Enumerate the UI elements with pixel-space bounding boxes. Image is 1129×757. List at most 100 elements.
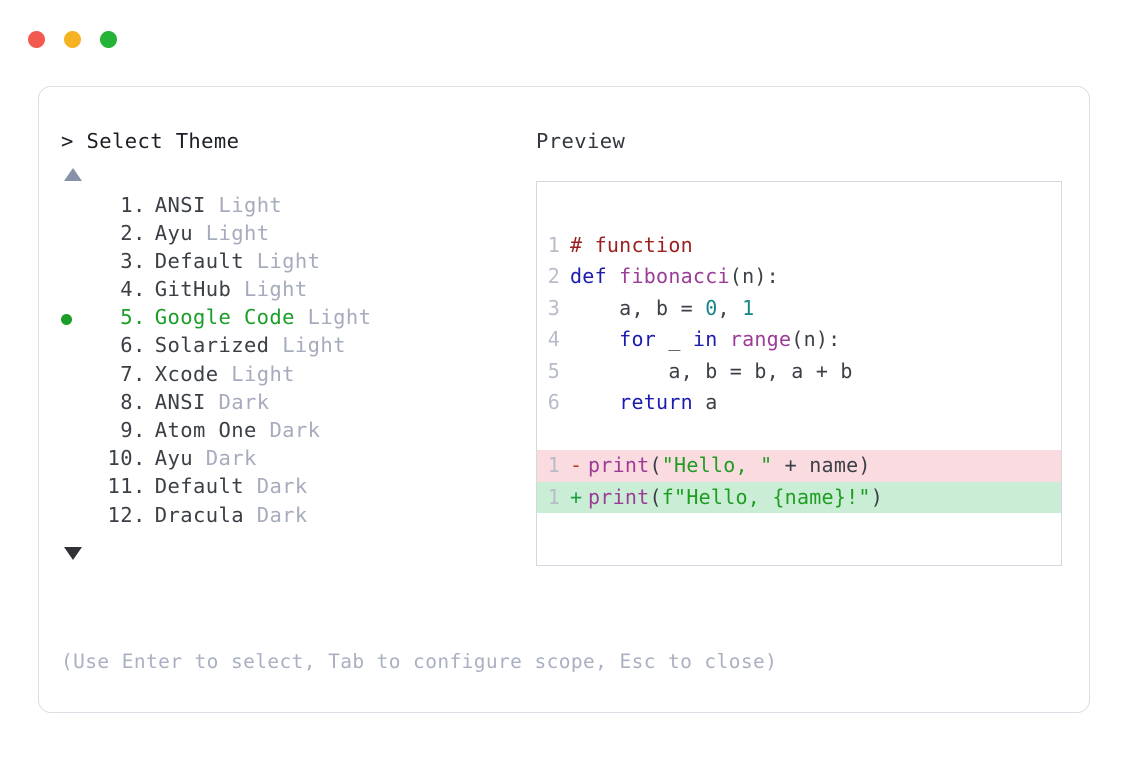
theme-item-name: Atom One [154, 418, 257, 442]
diff-minus-marker: - [570, 453, 583, 477]
theme-item-variant: Light [205, 220, 270, 245]
code-token: + name) [772, 453, 871, 477]
theme-item-separator: . [133, 502, 146, 527]
theme-item-index: 4 [120, 277, 133, 302]
theme-item-name: Ayu [154, 220, 193, 245]
theme-list-item[interactable]: 9. Atom One Dark [61, 418, 541, 446]
theme-item-index: 11 [107, 474, 133, 499]
theme-item-variant: Dark [218, 389, 270, 414]
theme-item-variant: Light [282, 333, 346, 358]
theme-item-spacer [206, 390, 219, 414]
selected-bullet-icon [61, 313, 72, 325]
theme-list-item[interactable]: 6. Solarized Light [61, 333, 541, 361]
theme-item-separator: . [133, 192, 146, 217]
minimize-window-button[interactable] [64, 31, 81, 48]
theme-item-separator: . [133, 446, 146, 471]
theme-item-index: 6 [120, 333, 133, 358]
maximize-window-button[interactable] [100, 31, 117, 48]
code-token: ) [870, 484, 884, 509]
theme-list-item[interactable]: 5.Google Code Light [61, 305, 541, 333]
code-token [718, 327, 730, 351]
code-line: 1 # function [537, 230, 1061, 262]
preview-title: Preview [536, 129, 626, 153]
code-token: # function [570, 232, 693, 257]
theme-item-separator: . [133, 277, 146, 302]
diff-plus-marker: + [570, 484, 583, 509]
theme-item-spacer [231, 277, 244, 301]
theme-item-separator: . [133, 389, 146, 414]
code-token: return [619, 390, 693, 414]
theme-item-separator: . [133, 248, 146, 273]
code-token: "Hello, " [661, 453, 773, 477]
line-number: 1 [547, 453, 560, 477]
code-line-text: print(f"Hello, {name}!") [588, 482, 1061, 514]
code-token: (n): [729, 264, 779, 288]
code-line-text: for _ in range(n): [570, 324, 1061, 356]
code-line-text: a, b = b, a + b [570, 356, 1061, 388]
theme-item-name: ANSI [154, 389, 206, 414]
theme-item-separator: . [133, 220, 146, 245]
code-line-text: # function [570, 230, 1061, 262]
theme-list-item[interactable]: 8.ANSI Dark [61, 390, 541, 418]
theme-item-separator: . [133, 418, 146, 442]
theme-item-name: Default [154, 474, 244, 499]
theme-item-name: Solarized [154, 333, 270, 358]
line-number: 1 [547, 484, 560, 509]
theme-list-item[interactable]: 2. Ayu Light [61, 221, 541, 249]
code-token: 1 [742, 295, 755, 320]
theme-list-item[interactable]: 3. Default Light [61, 249, 541, 277]
code-token: a, b = [570, 295, 706, 320]
code-token: def [570, 264, 620, 288]
theme-item-separator: . [133, 474, 146, 499]
theme-list-item[interactable]: 11. Default Dark [61, 474, 541, 502]
code-token: print [588, 484, 650, 509]
code-token: range [729, 327, 792, 351]
triangle-down-icon[interactable] [64, 546, 82, 560]
line-number: 1 [547, 232, 560, 257]
theme-list-item[interactable]: 4.GitHub Light [61, 277, 541, 305]
theme-item-spacer [206, 193, 219, 217]
code-token: fibonacci [619, 264, 730, 288]
theme-list-item[interactable]: 10.Ayu Dark [61, 446, 541, 474]
theme-item-variant: Dark [205, 446, 257, 471]
theme-item-separator: . [133, 305, 146, 330]
theme-item-name: Google Code [154, 305, 295, 330]
theme-item-spacer [257, 418, 270, 442]
code-line-text: return a [570, 387, 1061, 419]
theme-item-variant: Light [218, 192, 283, 217]
theme-item-index: 3 [120, 248, 133, 273]
theme-item-spacer [193, 446, 206, 470]
theme-item-variant: Dark [256, 502, 308, 527]
keyboard-hint: (Use Enter to select, Tab to configure s… [61, 650, 778, 673]
code-token: a, b = b, a + b [570, 358, 853, 383]
prompt-row: > Select Theme [61, 131, 541, 152]
theme-item-index: 9 [120, 418, 133, 442]
code-token: in [692, 327, 718, 351]
prompt-label: Select Theme [86, 129, 240, 153]
diff-added-line: 1 +print(f"Hello, {name}!") [537, 481, 1061, 514]
theme-item-index: 5 [120, 305, 133, 330]
theme-item-name: Dracula [154, 502, 244, 527]
theme-item-variant: Dark [256, 474, 308, 499]
theme-list-item[interactable]: 7.Xcode Light [61, 362, 541, 390]
theme-item-separator: . [133, 333, 146, 358]
theme-item-index: 2 [120, 220, 133, 245]
theme-item-variant: Light [256, 248, 321, 273]
code-line: 3 a, b = 0, 1 [537, 293, 1061, 325]
diff-removed-line: 1-print("Hello, " + name) [537, 450, 1061, 482]
theme-item-spacer [218, 362, 231, 386]
line-number: 4 [547, 327, 560, 351]
theme-item-name: Default [154, 248, 244, 273]
theme-list-item[interactable]: 12.Dracula Dark [61, 503, 541, 531]
theme-item-variant: Dark [269, 418, 321, 442]
code-token: ( [649, 453, 662, 477]
close-window-button[interactable] [28, 31, 45, 48]
theme-list-item[interactable]: 1.ANSI Light [61, 193, 541, 221]
triangle-up-icon[interactable] [64, 167, 82, 181]
